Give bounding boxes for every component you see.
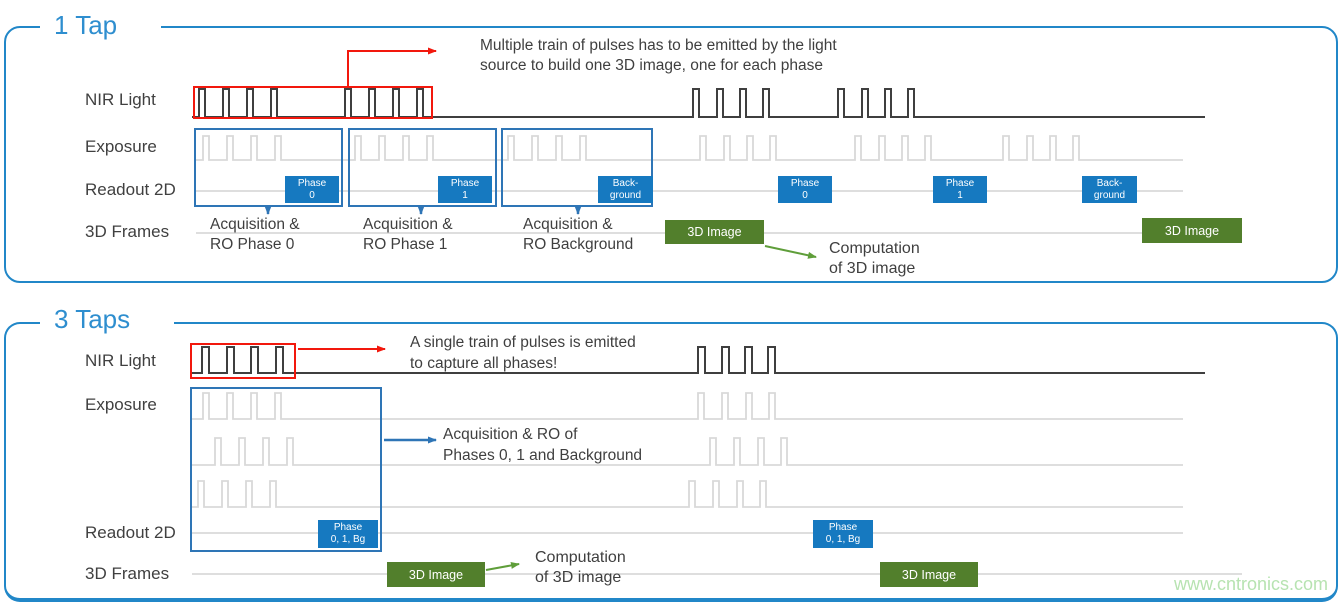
annotation-2: Acquisition &RO Phase 1 <box>363 216 453 253</box>
row-label-nir-light: NIR Light <box>85 351 156 370</box>
3d-image-box: 3D Image <box>1142 218 1242 243</box>
row-label-readout-2d: Readout 2D <box>85 523 176 542</box>
panel-1-tap-border <box>4 26 1338 283</box>
red-highlight-box <box>193 86 433 119</box>
panel-3-taps-title: 3 Taps <box>40 302 175 341</box>
annotation-0: Multiple train of pulses has to be emitt… <box>480 37 837 74</box>
row-label-3d-frames: 3D Frames <box>85 564 170 583</box>
blue-acquisition-box <box>190 387 382 552</box>
3d-image-box: 3D Image <box>880 562 978 587</box>
annotation-1: Acquisition &RO Phase 0 <box>210 216 300 253</box>
row-label-exposure: Exposure <box>85 395 157 414</box>
3d-image-box: 3D Image <box>665 220 764 244</box>
annotation-3: Acquisition &RO Background <box>523 216 634 253</box>
3d-image-box: 3D Image <box>387 562 485 587</box>
red-highlight-box <box>190 343 296 379</box>
row-label-readout-2d: Readout 2D <box>85 180 176 199</box>
panel-1-tap-title: 1 Tap <box>40 8 162 47</box>
row-label-nir-light: NIR Light <box>85 90 156 109</box>
phase-chip: Back-ground <box>1082 176 1137 203</box>
panel-3-taps-border <box>4 322 1338 602</box>
phase-chip: Back-ground <box>598 176 653 203</box>
row-label-exposure: Exposure <box>85 137 157 156</box>
row-label-3d-frames: 3D Frames <box>85 222 170 241</box>
watermark: www.cntronics.com <box>1173 574 1328 594</box>
